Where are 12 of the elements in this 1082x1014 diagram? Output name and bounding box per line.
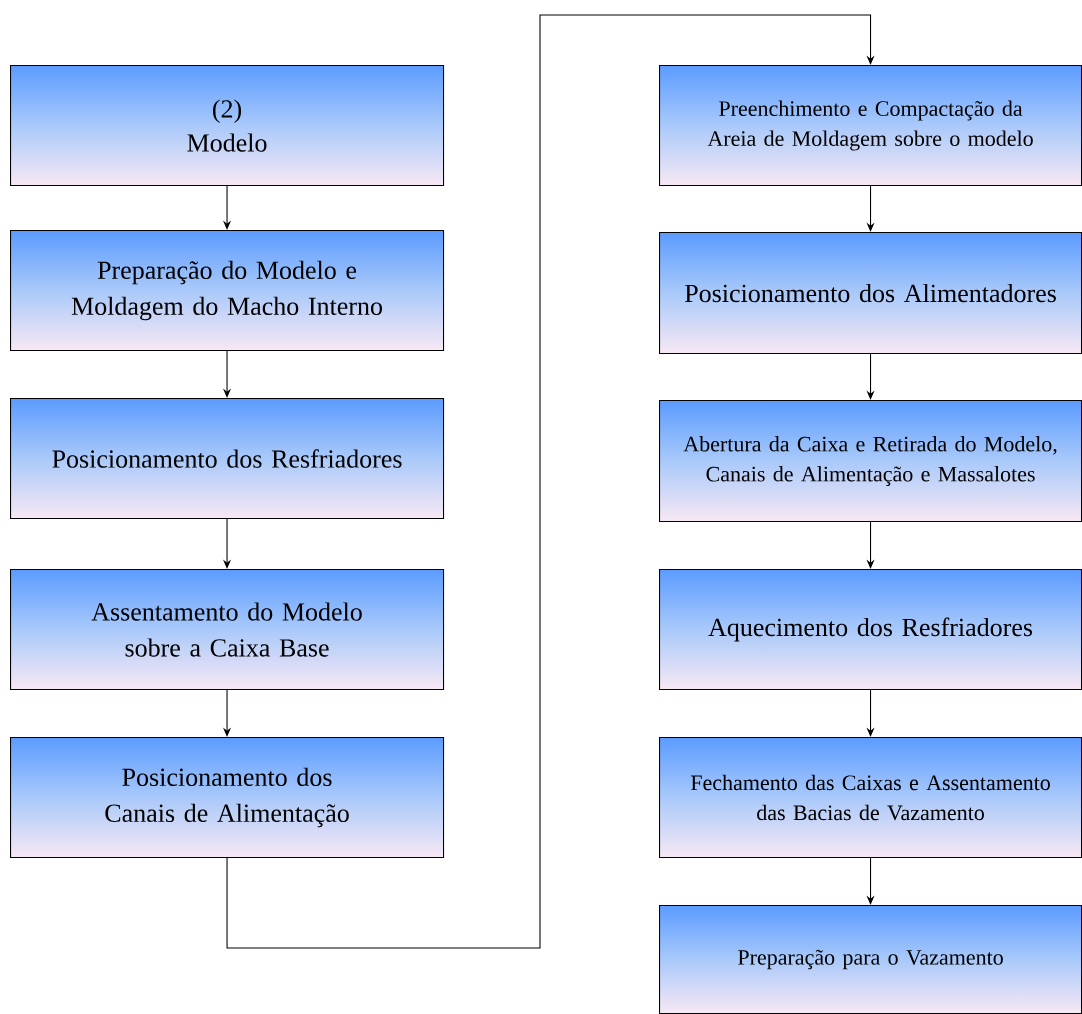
process-box: Abertura da Caixa e Retirada do Modelo, Canais de Alimentação e Massalotes bbox=[659, 400, 1082, 523]
arrow bbox=[226, 14, 875, 949]
process-box: Preparação para o Vazamento bbox=[659, 905, 1082, 1014]
process-box: Preenchimento e Compactação da Areia de Moldagem sobre o modelo bbox=[659, 65, 1082, 187]
process-box: Posicionamento dos Canais de Alimentação bbox=[10, 737, 445, 859]
process-box: Posicionamento dos Resfriadores bbox=[10, 398, 445, 520]
process-box: Posicionamento dos Alimentadores bbox=[659, 232, 1082, 355]
process-box: Aquecimento dos Resfriadores bbox=[659, 569, 1082, 691]
process-box: (2) Modelo bbox=[10, 65, 445, 187]
process-box: Assentamento do Modelo sobre a Caixa Base bbox=[10, 569, 445, 691]
process-box: Fechamento das Caixas e Assentamento das Bacias de Vazamento bbox=[659, 737, 1082, 859]
process-box: Preparação do Modelo e Moldagem do Macho Interno bbox=[10, 230, 445, 352]
